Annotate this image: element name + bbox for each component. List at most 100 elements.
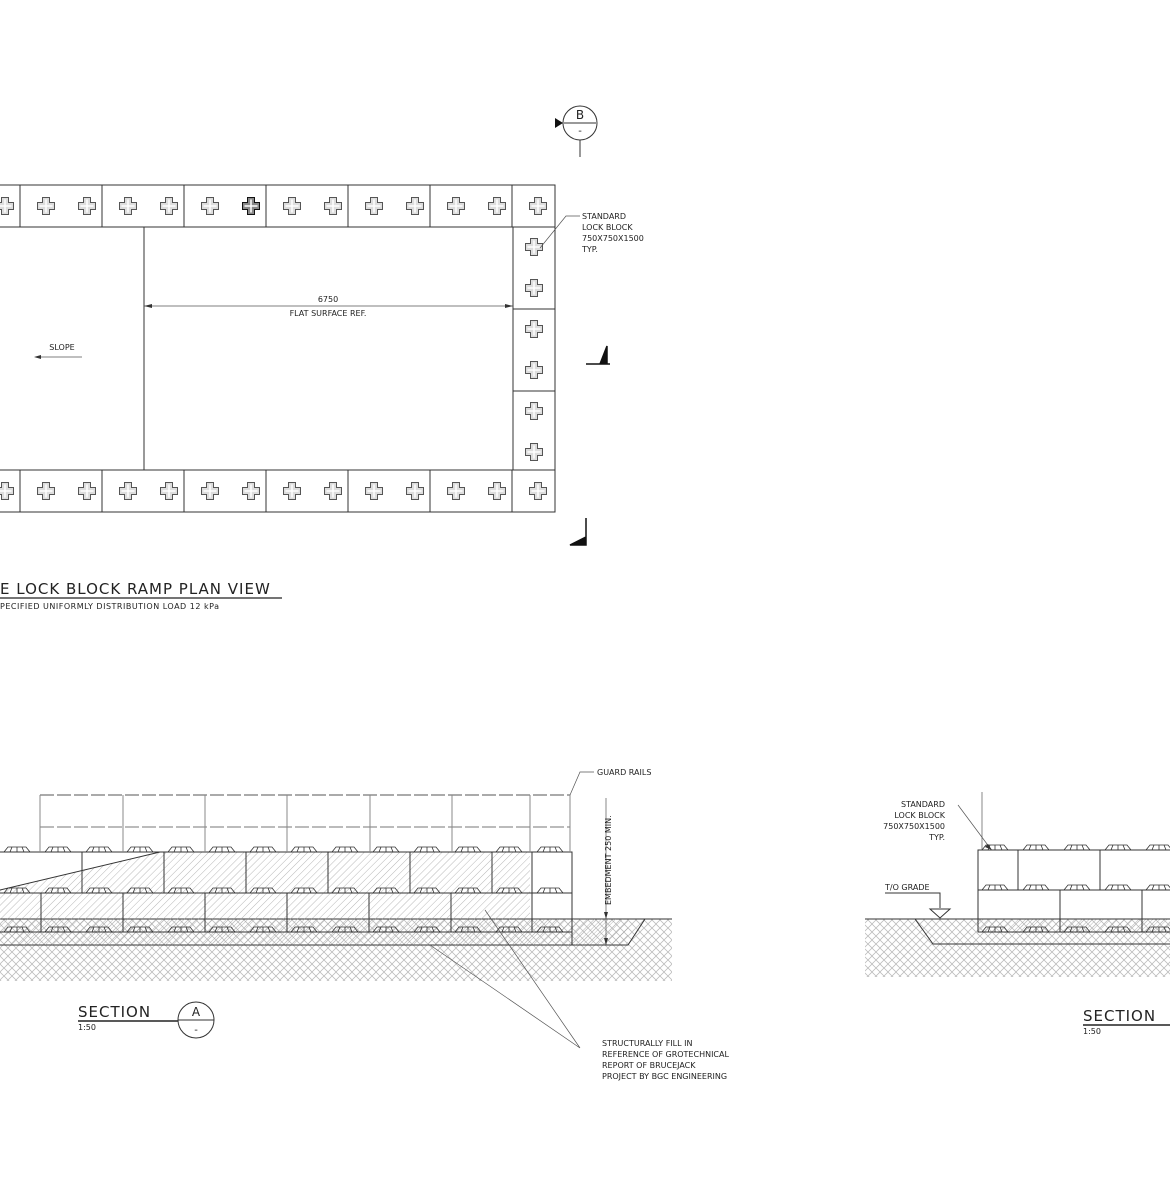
block-key xyxy=(290,846,318,853)
block-key xyxy=(249,926,277,933)
callout-line: 750X750X1500 xyxy=(883,822,945,831)
cross-inner xyxy=(490,484,504,498)
block-key xyxy=(3,846,31,853)
block-key xyxy=(1104,926,1132,933)
block-key xyxy=(454,846,482,853)
block-outline xyxy=(977,849,1170,933)
cross-inner xyxy=(408,484,422,498)
cross-inner xyxy=(39,484,53,498)
slope-label: SLOPE xyxy=(49,343,74,352)
cross-inner xyxy=(0,199,12,213)
block-key xyxy=(981,926,1009,933)
callout-line: 750X750X1500 xyxy=(582,234,644,243)
block-key xyxy=(1022,844,1050,851)
marker-sheet: - xyxy=(578,126,582,137)
block-key xyxy=(1104,844,1132,851)
block-key xyxy=(1145,844,1170,851)
dimension-6750: 6750 FLAT SURFACE REF. xyxy=(144,295,513,318)
callout-line: TYP. xyxy=(928,833,945,842)
block-key xyxy=(249,887,277,894)
block-key xyxy=(454,926,482,933)
block-key xyxy=(85,926,113,933)
cross-inner xyxy=(121,484,135,498)
guard-rails xyxy=(39,794,571,852)
block-key xyxy=(1145,884,1170,891)
block-column xyxy=(512,226,556,471)
block-key xyxy=(126,887,154,894)
block-key xyxy=(536,846,564,853)
block-key xyxy=(126,926,154,933)
cross-inner xyxy=(80,484,94,498)
cross-inner xyxy=(527,445,541,459)
section-marker-b: B - xyxy=(555,105,598,157)
fill-note-line: REPORT OF BRUCEJACK xyxy=(602,1061,696,1070)
section-b-scale: 1:50 xyxy=(1083,1027,1101,1036)
block-key xyxy=(1145,926,1170,933)
block-key xyxy=(981,884,1009,891)
block-key xyxy=(126,846,154,853)
cross-inner xyxy=(527,322,541,336)
cross-inner xyxy=(367,484,381,498)
block-key xyxy=(413,926,441,933)
block-key xyxy=(981,844,1009,851)
cross-inner xyxy=(527,240,541,254)
cross-inner xyxy=(39,199,53,213)
fill-note-line: REFERENCE OF GROTECHNICAL xyxy=(602,1050,729,1059)
cross-inner xyxy=(326,484,340,498)
block-key xyxy=(495,926,523,933)
marker-letter: B xyxy=(576,108,584,122)
plan-block-callout: STANDARD LOCK BLOCK 750X750X1500 TYP. xyxy=(539,212,644,254)
block-key xyxy=(536,926,564,933)
block-key xyxy=(413,846,441,853)
cross-inner xyxy=(531,199,545,213)
cross-inner xyxy=(449,484,463,498)
block-key xyxy=(372,926,400,933)
cross-inner xyxy=(244,199,258,213)
block-key xyxy=(1063,844,1091,851)
dimension-value: 6750 xyxy=(318,295,338,304)
block-key xyxy=(208,887,236,894)
block-key xyxy=(249,846,277,853)
cross-inner xyxy=(121,199,135,213)
cross-inner xyxy=(203,484,217,498)
block-key xyxy=(208,926,236,933)
cross-inner xyxy=(527,281,541,295)
block-key xyxy=(1104,884,1132,891)
cross-inner xyxy=(490,199,504,213)
cross-inner xyxy=(326,199,340,213)
block-key xyxy=(331,926,359,933)
block-key xyxy=(413,887,441,894)
block-key xyxy=(331,846,359,853)
marker-letter: A xyxy=(192,1005,201,1019)
block-outline xyxy=(0,851,573,945)
cross-inner xyxy=(527,363,541,377)
block-key xyxy=(167,887,195,894)
fill-note-line: STRUCTURALLY FILL IN xyxy=(602,1039,692,1048)
section-b: STANDARD LOCK BLOCK 750X750X1500 TYP. T/… xyxy=(865,792,1170,1036)
cross-inner xyxy=(367,199,381,213)
block-key xyxy=(1063,926,1091,933)
block-key xyxy=(85,887,113,894)
section-a: GUARD RAILS EMBEDMENT 250 MIN. STRUCTURA… xyxy=(0,768,729,1081)
block-key xyxy=(536,887,564,894)
slope-arrow: SLOPE xyxy=(34,343,82,359)
fill-note-line: PROJECT BY BGC ENGINEERING xyxy=(602,1072,727,1081)
cross-inner xyxy=(531,484,545,498)
block-row xyxy=(0,469,556,513)
callout-line: LOCK BLOCK xyxy=(894,811,945,820)
block-row xyxy=(0,184,556,228)
block-key xyxy=(372,846,400,853)
plan-subtitle: PECIFIED UNIFORMLY DISTRIBUTION LOAD 12 … xyxy=(0,602,219,611)
block-key xyxy=(44,846,72,853)
block-key xyxy=(290,926,318,933)
block-key xyxy=(208,846,236,853)
block-key xyxy=(44,887,72,894)
dimension-note: FLAT SURFACE REF. xyxy=(290,309,367,318)
block-key xyxy=(1022,884,1050,891)
guard-rails-label: GUARD RAILS xyxy=(597,768,651,777)
embedment-label: EMBEDMENT 250 MIN. xyxy=(604,815,613,905)
block-key xyxy=(44,926,72,933)
block-key xyxy=(454,887,482,894)
cross-inner xyxy=(244,484,258,498)
block-key xyxy=(495,887,523,894)
